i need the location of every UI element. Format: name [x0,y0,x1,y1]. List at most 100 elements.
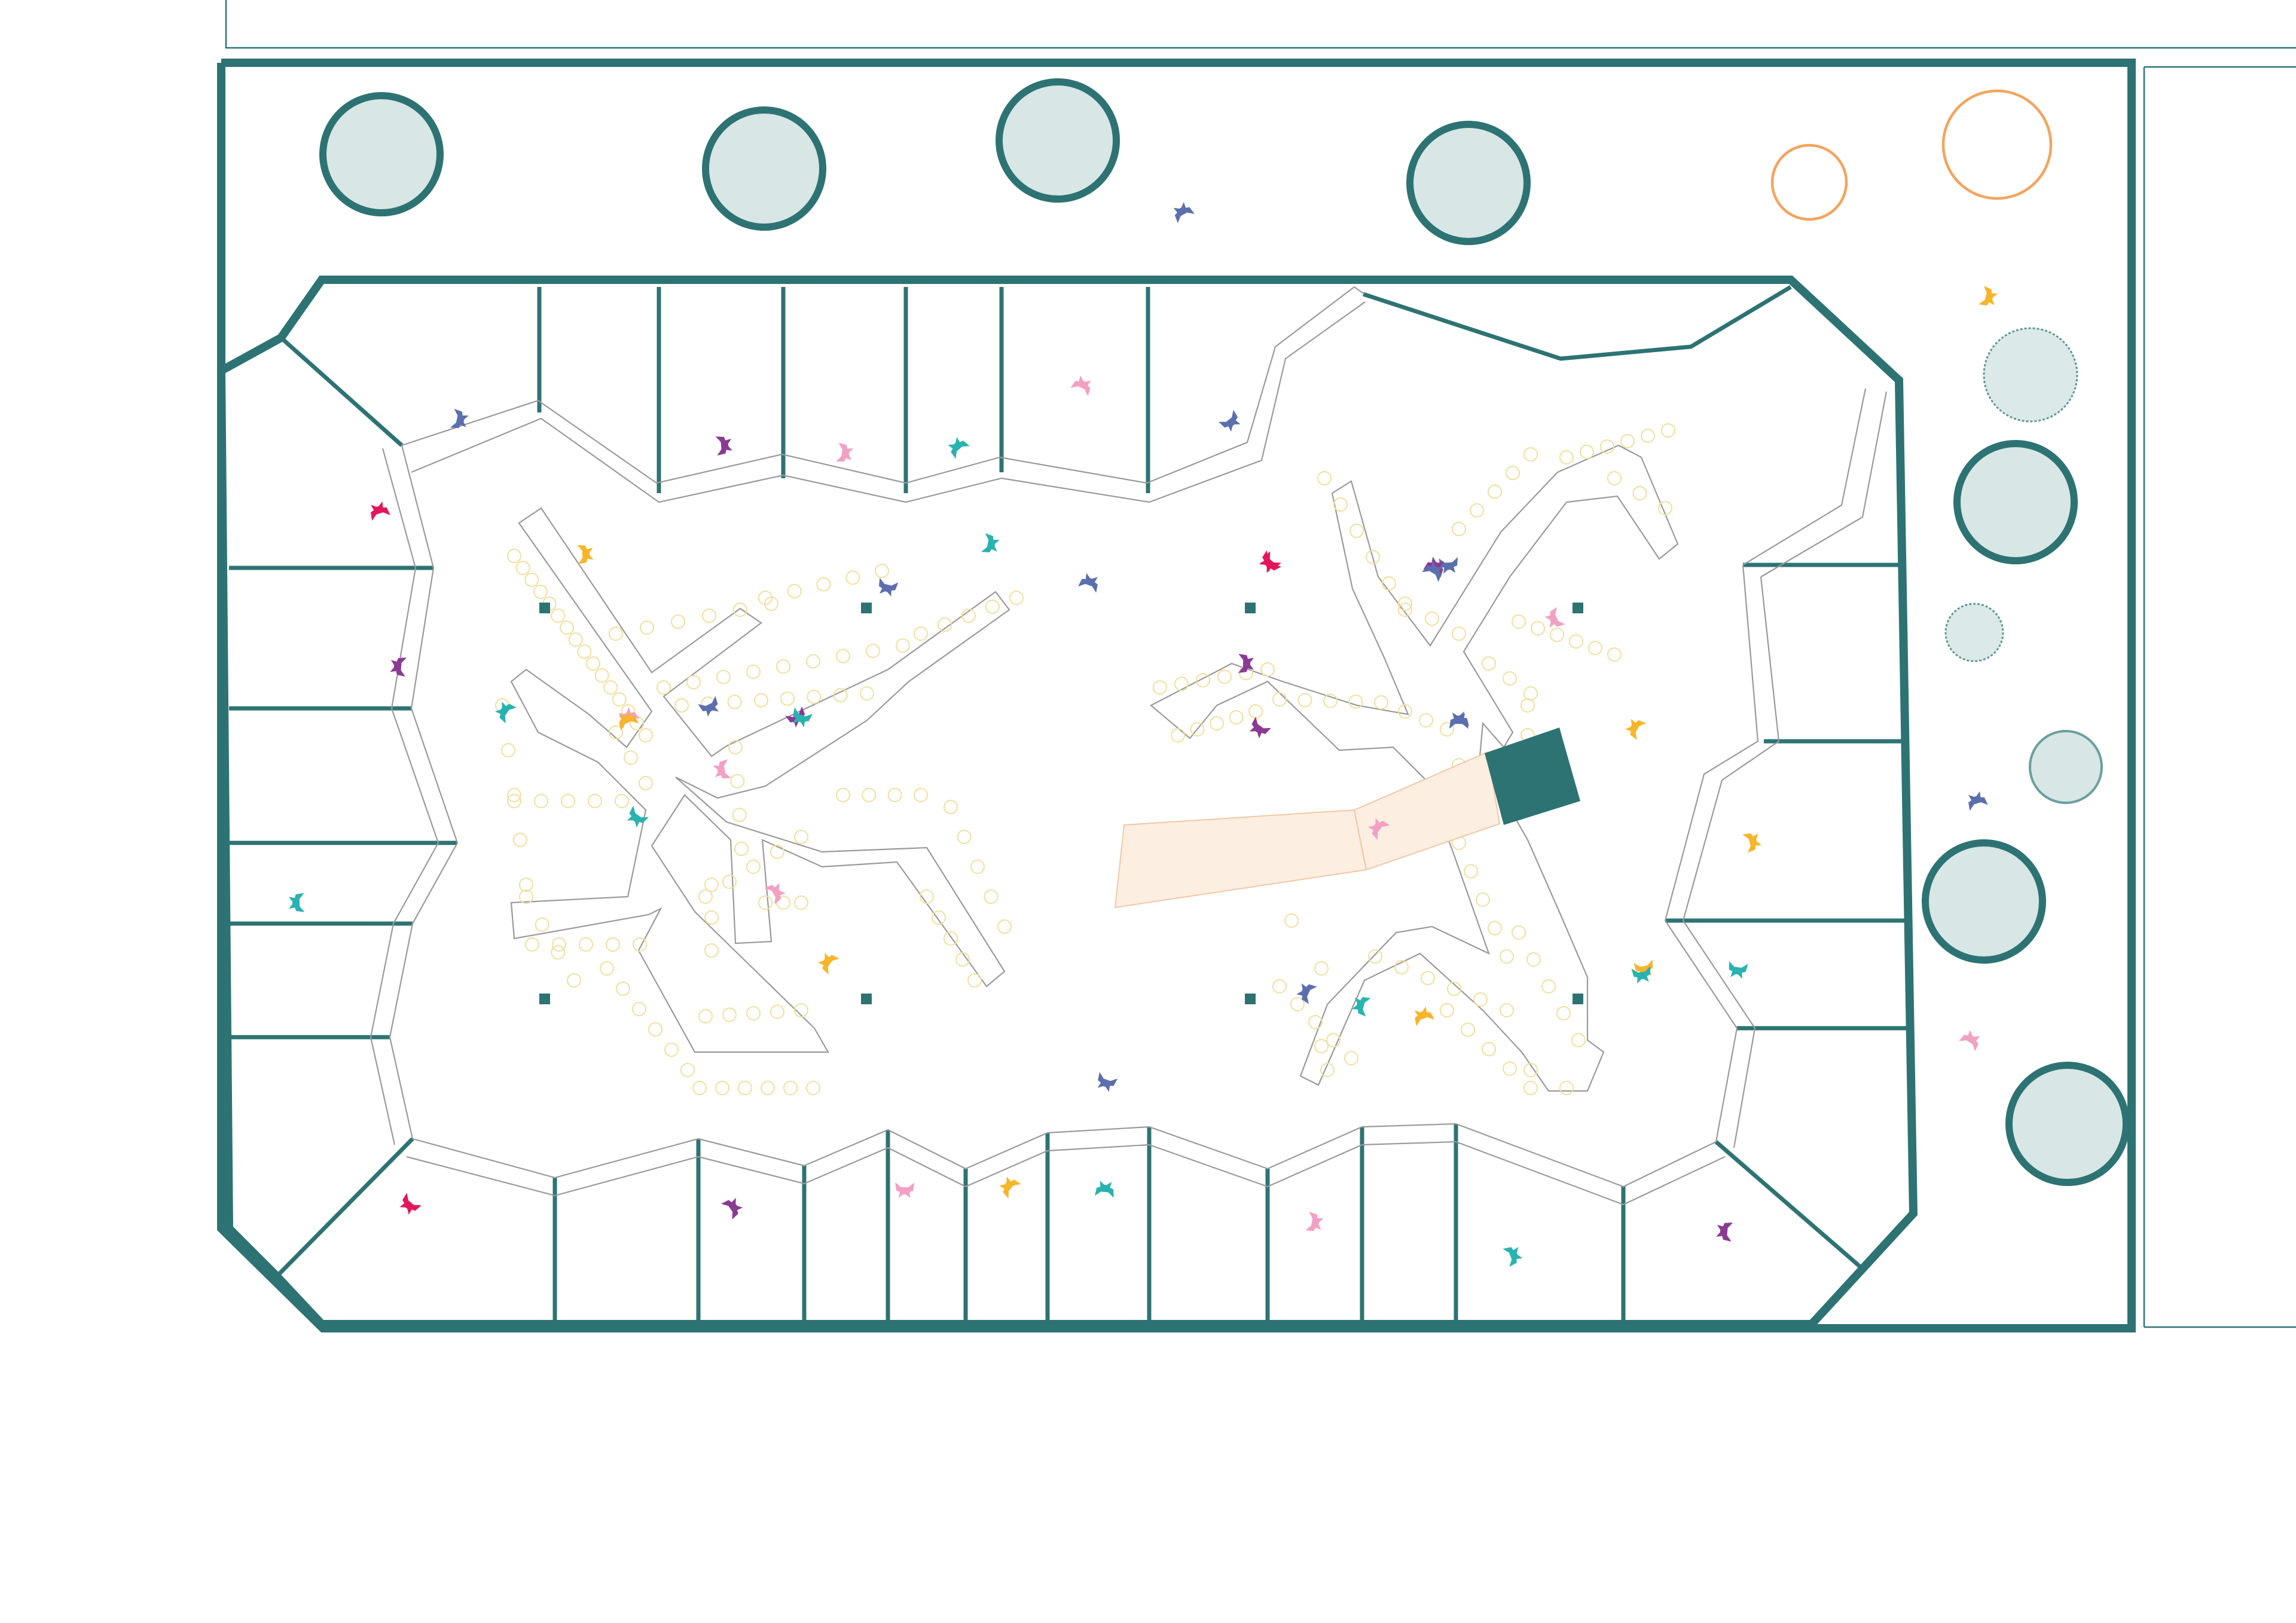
chair [1229,710,1244,725]
person-figure [1094,1181,1114,1198]
person-figure [1070,375,1091,396]
chair [1559,450,1574,464]
chair [914,626,928,641]
chair [722,875,737,889]
chair [1398,704,1412,719]
chair [1174,677,1189,691]
chair [594,668,609,683]
chair [1600,439,1614,454]
chair [1550,628,1564,642]
person-figure [1414,1006,1435,1026]
person-figure [698,696,719,717]
person-figure [1631,965,1651,984]
chair [606,937,620,952]
chair [783,1081,798,1095]
chair [734,842,749,856]
chair [519,878,533,892]
chair [764,597,778,611]
pond-circle [2029,730,2103,804]
chair [534,794,548,808]
chair [671,615,685,629]
ponds-top [319,78,2053,245]
chair [955,952,970,967]
chair [770,845,784,859]
chair [1632,486,1647,500]
pillar [1573,994,1583,1004]
people [288,201,1998,1267]
chair [1526,952,1541,967]
pond-circle [1922,839,2046,964]
chair [551,945,566,960]
chair [770,1004,784,1019]
chair [1523,686,1538,701]
chair [887,788,902,802]
chair [833,687,848,702]
chair [944,931,958,946]
chair [715,1081,729,1095]
branching-table-right [1150,444,1679,1092]
chair [1607,471,1622,485]
chair [1217,670,1232,684]
chair [733,603,747,617]
person-figure [627,805,649,828]
pond-circle [996,78,1120,203]
chair [787,583,802,598]
chair [1196,673,1210,687]
person-figure [1296,983,1317,1004]
chair [1452,522,1466,536]
person-figure [792,707,813,728]
person-figure [288,893,305,912]
person-figure [895,1182,915,1199]
chair [1297,693,1312,708]
chair [1523,447,1538,461]
pond-circle [1953,440,2078,564]
chair [657,680,671,695]
chair [728,740,743,754]
chair [997,919,1012,934]
person-figure [1249,716,1271,739]
chair [507,788,521,802]
walkway-outline [370,286,1888,1206]
chair [1506,466,1520,481]
chair [738,1081,752,1095]
chair [1559,1081,1574,1095]
chair [513,833,527,847]
chair [552,937,566,952]
chair [567,973,581,988]
chair [836,649,850,664]
person-figure [715,436,732,456]
chair [1440,722,1454,736]
chair [1440,1003,1454,1017]
chair [984,890,999,904]
person-figure [494,701,517,723]
chair [732,808,747,823]
chair [1482,656,1496,671]
chair [1421,971,1435,985]
chair [1349,524,1364,538]
pillar [1245,994,1256,1004]
chair [1461,1022,1475,1037]
chair [501,743,515,757]
person-figure [577,545,594,564]
chair [1556,1006,1571,1020]
chair [1607,647,1622,662]
chair [632,1002,646,1016]
grass-pond [1944,603,2004,662]
chair [639,776,653,790]
chair [680,1063,695,1077]
chair [1314,961,1329,976]
chair [1382,576,1396,591]
chair [1531,621,1545,635]
chair [961,609,976,623]
chair [914,788,928,802]
chair [1290,997,1305,1011]
chair [698,1009,713,1023]
chair [1260,662,1275,677]
booth-partitions-right [1665,563,1909,1031]
pillar [861,603,872,613]
chair [586,656,600,671]
chair [1523,1081,1538,1095]
chair [648,1022,662,1037]
person-figure [1716,1222,1733,1242]
